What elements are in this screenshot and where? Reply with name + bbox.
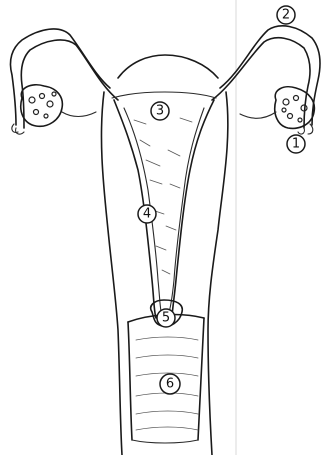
uterus-fundus-outline bbox=[118, 55, 218, 78]
label-6-text: 6 bbox=[166, 377, 174, 392]
label-4: 4 bbox=[138, 205, 156, 223]
uterus-left-outer-wall bbox=[101, 92, 122, 455]
uterine-cavity-right bbox=[172, 100, 214, 318]
uterus-right-outer-wall bbox=[208, 92, 228, 455]
label-5-text: 5 bbox=[162, 311, 170, 326]
vagina-left-wall bbox=[128, 322, 132, 440]
label-6: 6 bbox=[160, 374, 180, 394]
vagina-right-wall bbox=[198, 318, 204, 440]
label-3: 3 bbox=[151, 102, 169, 120]
label-1-text: 1 bbox=[292, 137, 300, 152]
right-ovary bbox=[240, 87, 314, 129]
label-4-text: 4 bbox=[143, 207, 151, 222]
label-5: 5 bbox=[157, 309, 175, 327]
vagina-bottom bbox=[132, 440, 198, 443]
left-ovary bbox=[21, 85, 96, 127]
left-fallopian-tube-outer bbox=[10, 29, 110, 125]
left-fimbriae bbox=[12, 124, 24, 134]
label-2-text: 2 bbox=[282, 8, 290, 23]
fundus-top-line bbox=[112, 92, 216, 98]
label-3-text: 3 bbox=[156, 104, 164, 119]
label-2: 2 bbox=[277, 6, 295, 24]
label-1: 1 bbox=[287, 135, 305, 153]
